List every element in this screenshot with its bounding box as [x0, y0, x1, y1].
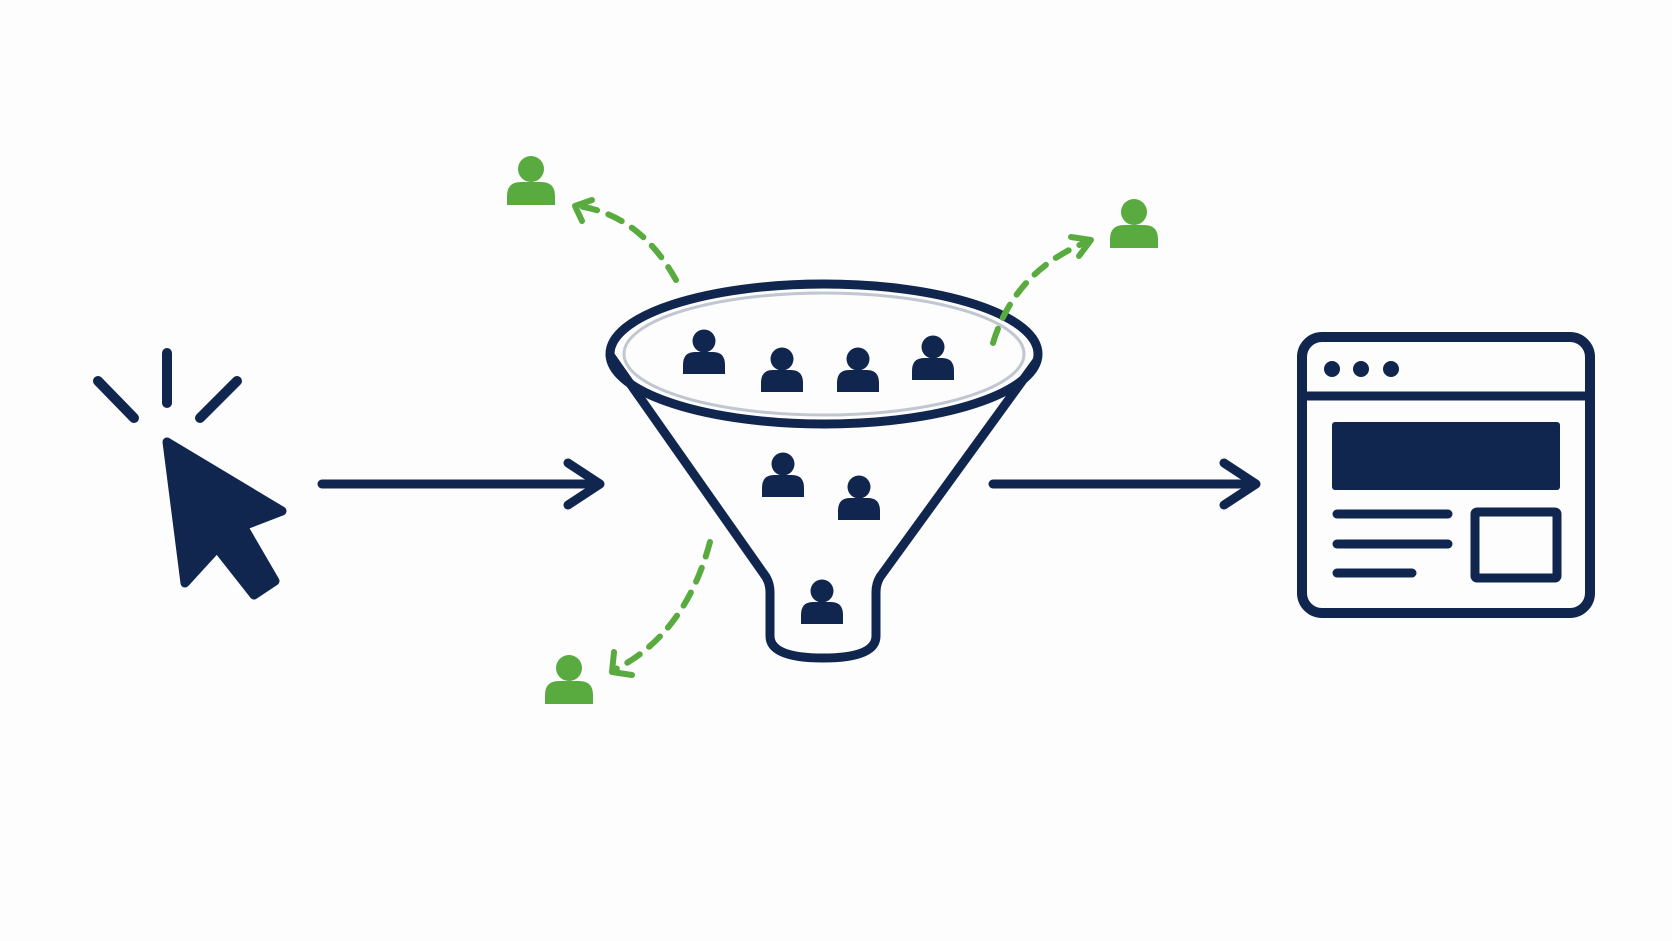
- browser-frame: [1297, 332, 1595, 618]
- cursor-click-icon: [93, 348, 287, 600]
- funnel-body: [605, 350, 1041, 663]
- funnel-users: [683, 329, 954, 624]
- dashed-curved-arrow-icon: [609, 539, 713, 678]
- person-icon: [838, 475, 880, 520]
- browser-image-box: [1470, 507, 1562, 583]
- cursor-arrow: [162, 437, 287, 600]
- dashed-curved-arrow-icon: [990, 234, 1094, 346]
- arrow-right-icon: [988, 458, 1261, 510]
- person-icon: [762, 452, 804, 497]
- person-icon: [837, 347, 879, 392]
- person-icon: [761, 347, 803, 392]
- click-burst-lines: [93, 348, 242, 423]
- funnel-icon: [605, 279, 1043, 663]
- person-icon: [801, 579, 843, 624]
- funnel-rim: [605, 279, 1043, 429]
- dashed-curved-arrow-icon: [572, 197, 679, 283]
- person-icon: [507, 156, 555, 205]
- browser-window-icon: [1297, 332, 1595, 618]
- person-icon: [545, 655, 593, 704]
- browser-hero-block: [1332, 422, 1560, 490]
- funnel-inner-rim: [622, 291, 1026, 417]
- window-dot: [1383, 361, 1399, 377]
- window-dot: [1353, 361, 1369, 377]
- person-icon: [683, 329, 725, 374]
- window-dot: [1324, 361, 1340, 377]
- arrow-right-icon: [317, 458, 605, 510]
- browser-text-lines: [1332, 509, 1453, 578]
- person-icon: [1110, 199, 1158, 248]
- person-icon: [912, 335, 954, 380]
